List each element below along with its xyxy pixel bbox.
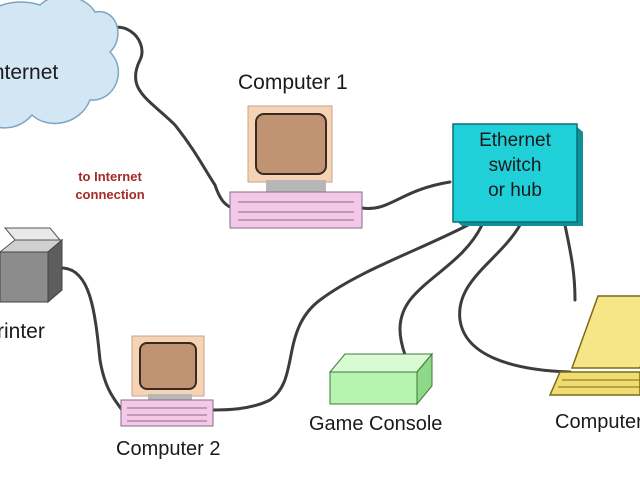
game-console-label: Game Console	[309, 413, 443, 435]
cable-switch-computer2	[211, 223, 470, 412]
computer2-monitor-screen	[139, 342, 197, 390]
switch-box	[452, 123, 578, 223]
game-console	[328, 352, 434, 406]
cable-switch-console	[398, 223, 484, 357]
switch-label-line3: or hub	[488, 180, 542, 201]
cable-computer1-switch	[360, 180, 452, 210]
cables	[61, 25, 577, 412]
computer3-label: Computer 3	[555, 411, 640, 433]
printer	[0, 227, 64, 304]
internet-cloud	[0, 0, 120, 129]
computer1	[229, 105, 363, 229]
cable-switch-computer3	[458, 223, 572, 374]
internet-connection-note: to Internet connection	[55, 168, 165, 204]
computer1-stand	[266, 180, 326, 192]
computer2-case	[120, 399, 214, 427]
laptop	[548, 295, 640, 396]
cable-internet-computer1	[93, 25, 234, 210]
internet-connection-note-line1: to Internet	[78, 169, 142, 184]
cable-printer-computer2	[61, 266, 124, 412]
computer1-case	[229, 191, 363, 229]
switch-label-line2: switch	[488, 155, 542, 176]
computer1-monitor-screen	[255, 113, 327, 175]
printer-label: Printer	[0, 320, 45, 343]
switch-label: Ethernet switch or hub	[453, 128, 577, 203]
switch-label-line1: Ethernet	[479, 130, 551, 151]
computer1-label: Computer 1	[238, 71, 348, 94]
internet-label: Internet	[0, 61, 59, 84]
cable-switch-extra	[563, 223, 577, 302]
computer2-label: Computer 2	[116, 438, 221, 460]
ethernet-switch	[452, 123, 583, 226]
computer2	[120, 335, 214, 427]
internet-connection-note-line2: connection	[75, 187, 145, 202]
